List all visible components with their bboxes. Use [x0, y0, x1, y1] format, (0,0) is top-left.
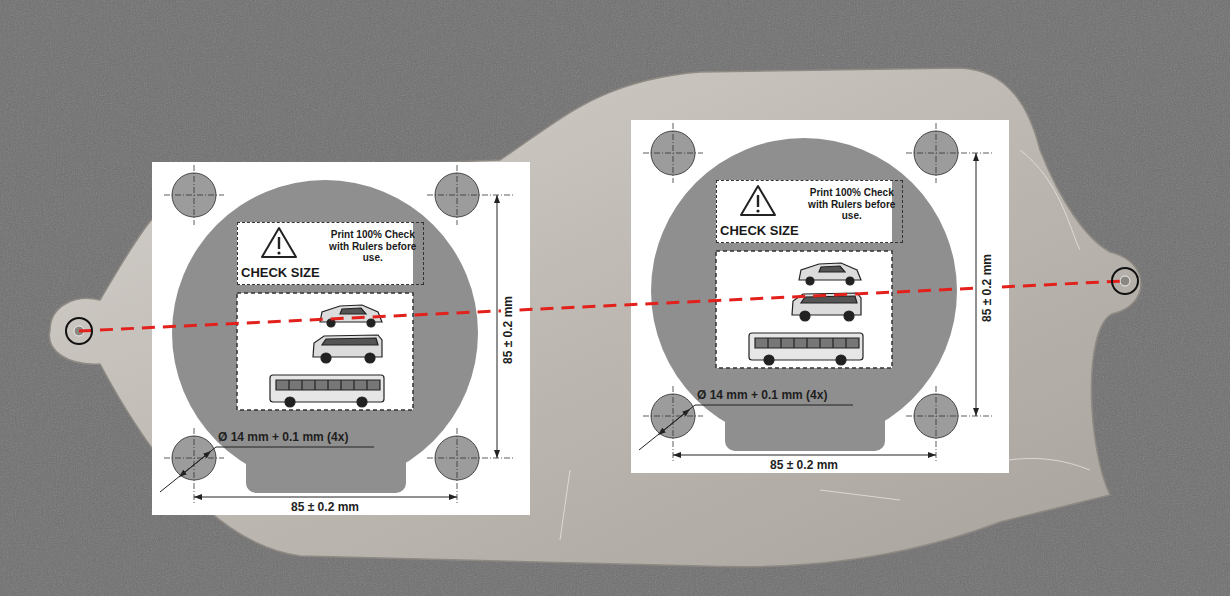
alignment-line — [79, 281, 1125, 331]
warning-note: Print 100% Check with Rulers before use. — [327, 229, 419, 264]
hole-dimension: Ø 14 mm + 0.1 mm (4x) — [218, 430, 348, 444]
template-left — [152, 162, 530, 515]
mount-hole — [1120, 276, 1130, 286]
warning-heading: CHECK SIZE — [720, 223, 799, 238]
warning-note: Print 100% Check with Rulers before use. — [806, 187, 898, 222]
dimension-label: 85 ± 0.2 mm — [501, 294, 515, 366]
dimension-label: 85 ± 0.2 mm — [289, 500, 361, 514]
metal-plate — [49, 68, 1141, 567]
hole-marker — [1112, 268, 1138, 294]
hole-dimension: Ø 14 mm + 0.1 mm (4x) — [697, 388, 827, 402]
warning-box: CHECK SIZE Print 100% Check with Rulers b… — [237, 222, 424, 285]
dimension-label: 85 ± 0.2 mm — [768, 458, 840, 472]
warning-box: CHECK SIZE Print 100% Check with Rulers b… — [716, 180, 903, 243]
warning-heading: CHECK SIZE — [241, 265, 320, 280]
hole-marker — [66, 318, 92, 344]
dimension-label: 85 ± 0.2 mm — [980, 252, 994, 324]
